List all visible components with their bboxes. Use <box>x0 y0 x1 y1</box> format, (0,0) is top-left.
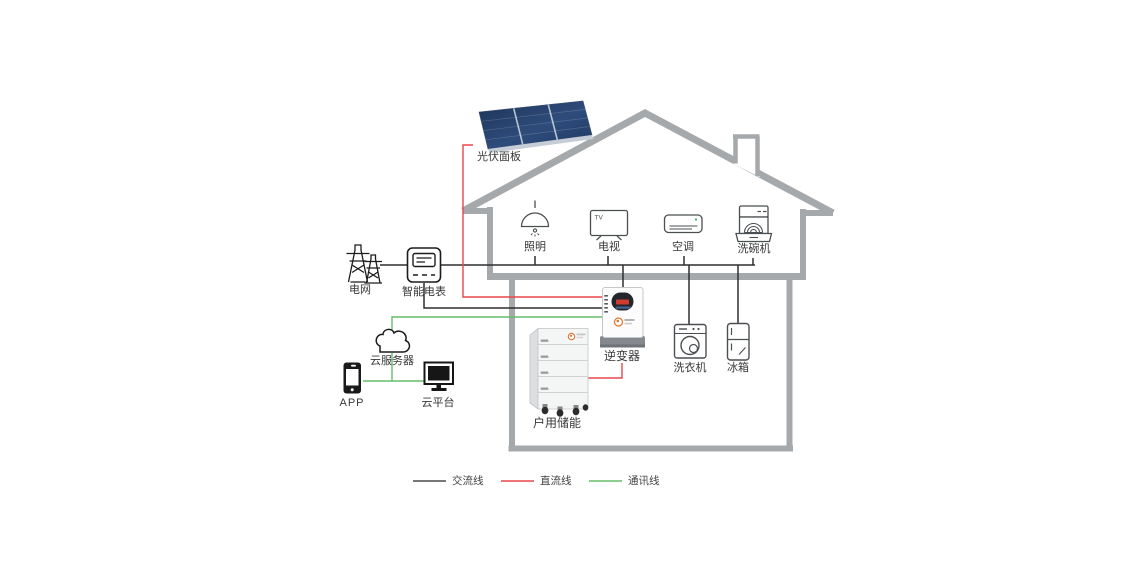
inverter-vents <box>604 295 608 313</box>
fridge-label: 冰箱 <box>727 362 749 374</box>
pv-panel-label: 光伏面板 <box>477 151 521 163</box>
ac-lines <box>380 256 755 325</box>
lighting-icon <box>520 200 550 237</box>
washing-machine-icon <box>673 323 707 359</box>
cloud-server-icon <box>375 328 411 353</box>
battery-handles <box>540 339 549 390</box>
power-grid-icon <box>346 244 382 284</box>
tv-icon: TV <box>589 209 629 241</box>
air-conditioner-icon <box>663 214 703 234</box>
comm-lines <box>363 316 602 382</box>
battery-image <box>529 327 589 417</box>
pv-panel-image <box>478 100 594 153</box>
inverter-logo <box>613 317 635 327</box>
inverter-label: 逆变器 <box>603 349 640 363</box>
air-conditioner-label: 空调 <box>672 241 694 253</box>
app-label: APP <box>339 397 365 409</box>
chimney-mask <box>733 134 760 177</box>
battery-logo <box>567 332 586 341</box>
legend-comm-label: 通讯线 <box>628 475 660 487</box>
chimney <box>733 134 760 176</box>
tv-badge: TV <box>595 215 604 222</box>
tv-label: 电视 <box>598 241 620 253</box>
cloud-server-label: 云服务器 <box>370 355 414 367</box>
smart-meter-label: 智能电表 <box>402 286 446 298</box>
smart-meter-icon <box>406 247 442 283</box>
app-phone-icon <box>343 362 361 394</box>
home-storage-label: 户用储能 <box>532 416 581 430</box>
cloud-platform-label: 云平台 <box>421 397 455 409</box>
inverter-image <box>600 287 645 348</box>
dishwasher-label: 洗碗机 <box>737 243 771 255</box>
fridge-icon <box>726 322 750 361</box>
grid-label: 电网 <box>349 284 371 296</box>
dishwasher-icon <box>735 205 773 243</box>
washing-machine-label: 洗衣机 <box>673 362 707 374</box>
cloud-platform-monitor-icon <box>423 361 454 391</box>
battery-casters <box>541 404 589 417</box>
dc-lines <box>462 144 623 379</box>
legend-ac-label: 交流线 <box>452 475 484 487</box>
roof <box>461 109 835 217</box>
lighting-label: 照明 <box>524 241 546 253</box>
legend-dc-label: 直流线 <box>540 475 572 487</box>
house-outline <box>461 109 835 452</box>
